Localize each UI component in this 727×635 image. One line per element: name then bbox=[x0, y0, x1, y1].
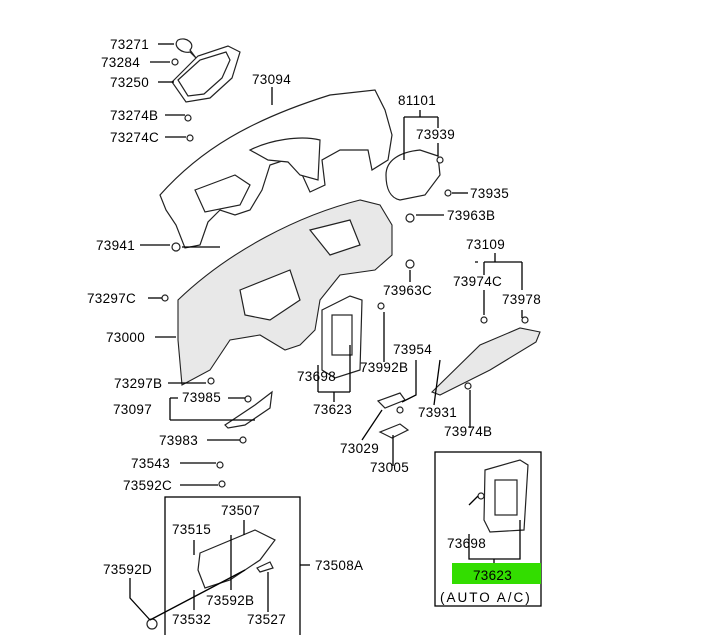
label-73992B[interactable]: 73992B bbox=[360, 360, 408, 375]
label-73029[interactable]: 73029 bbox=[340, 441, 379, 456]
label-73941[interactable]: 73941 bbox=[96, 238, 135, 253]
inset-caption: (AUTO A/C) bbox=[440, 590, 532, 605]
label-81101[interactable]: 81101 bbox=[398, 93, 436, 108]
glove-box-group-frame bbox=[164, 496, 301, 635]
fasteners bbox=[161, 114, 529, 500]
label-73515[interactable]: 73515 bbox=[172, 522, 211, 537]
label-73592C[interactable]: 73592C bbox=[123, 478, 172, 493]
label-73094[interactable]: 73094 bbox=[252, 72, 291, 87]
label-73005[interactable]: 73005 bbox=[370, 460, 409, 475]
inset-bezel bbox=[483, 459, 529, 533]
label-73507[interactable]: 73507 bbox=[221, 503, 260, 518]
label-73274C[interactable]: 73274C bbox=[110, 130, 159, 145]
label-inset-73623[interactable]: 73623 bbox=[473, 568, 512, 583]
label-73954[interactable]: 73954 bbox=[393, 342, 432, 357]
label-73274B[interactable]: 73274B bbox=[110, 108, 158, 123]
meter-cluster bbox=[385, 149, 441, 201]
label-73985[interactable]: 73985 bbox=[182, 390, 221, 405]
label-73592B[interactable]: 73592B bbox=[206, 593, 254, 608]
dash-lower-panel bbox=[177, 199, 393, 386]
ashtray-parts bbox=[376, 392, 410, 439]
highlight-73623 bbox=[452, 563, 541, 584]
label-73963C[interactable]: 73963C bbox=[383, 283, 432, 298]
label-73097[interactable]: 73097 bbox=[113, 402, 152, 417]
label-73297C[interactable]: 73297C bbox=[87, 291, 136, 306]
label-73000[interactable]: 73000 bbox=[106, 330, 145, 345]
label-73623[interactable]: 73623 bbox=[313, 402, 352, 417]
label-73698[interactable]: 73698 bbox=[297, 369, 336, 384]
inset-auto-ac-frame bbox=[434, 451, 542, 607]
label-73109[interactable]: 73109 bbox=[466, 237, 505, 252]
part-labels: 73271 73284 73250 73274B 73274C 73094 81… bbox=[87, 37, 541, 627]
dash-upper-panel bbox=[159, 89, 393, 249]
label-73271[interactable]: 73271 bbox=[110, 37, 149, 52]
label-inset-73698[interactable]: 73698 bbox=[447, 536, 486, 551]
airbag-module bbox=[171, 38, 241, 103]
label-73508A[interactable]: 73508A bbox=[315, 558, 363, 573]
label-73532[interactable]: 73532 bbox=[172, 612, 211, 627]
knee-panel bbox=[224, 390, 273, 429]
glove-side-panel-right bbox=[430, 327, 541, 396]
label-73543[interactable]: 73543 bbox=[131, 456, 170, 471]
label-73963B[interactable]: 73963B bbox=[447, 208, 495, 223]
label-73931[interactable]: 73931 bbox=[418, 405, 457, 420]
label-73284[interactable]: 73284 bbox=[101, 55, 140, 70]
label-73527[interactable]: 73527 bbox=[247, 612, 286, 627]
label-73939[interactable]: 73939 bbox=[416, 127, 455, 142]
label-73935[interactable]: 73935 bbox=[470, 186, 509, 201]
label-73983[interactable]: 73983 bbox=[159, 433, 198, 448]
center-bezel bbox=[321, 295, 363, 379]
label-73974B[interactable]: 73974B bbox=[444, 424, 492, 439]
label-73978[interactable]: 73978 bbox=[502, 292, 541, 307]
leader-lines bbox=[129, 43, 523, 621]
label-73297B[interactable]: 73297B bbox=[114, 376, 162, 391]
label-73974C[interactable]: 73974C bbox=[453, 274, 502, 289]
label-73592D[interactable]: 73592D bbox=[103, 562, 152, 577]
label-73250[interactable]: 73250 bbox=[110, 75, 149, 90]
